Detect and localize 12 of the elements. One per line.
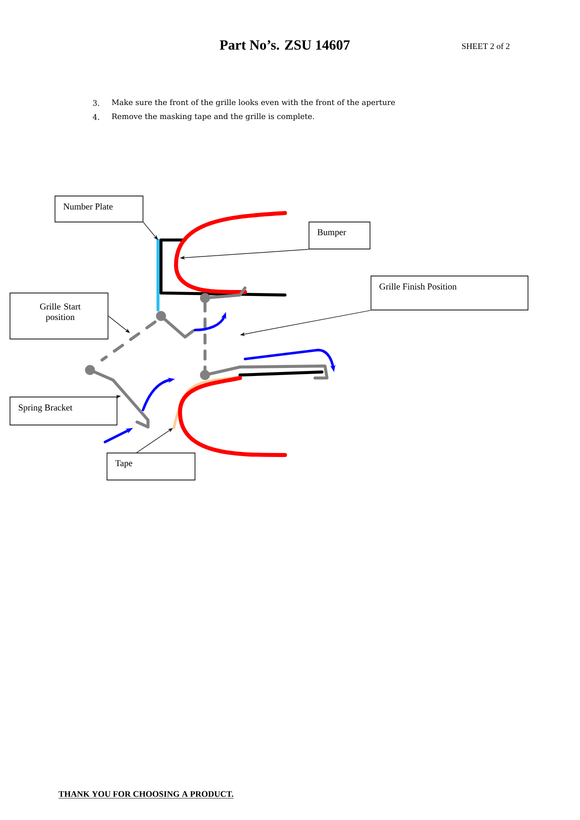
leader-line [143,222,158,240]
label-box: Tape [106,452,196,480]
label-box: Bumper [308,222,370,250]
label-box: Number Plate [54,196,144,222]
leader-line [136,428,173,453]
leader-line [108,316,130,333]
label-box: Spring Bracket [10,396,118,426]
sheet-number: SHEET 2 of 2 [462,42,510,50]
title: Part No’s. ZSU 14607 [220,40,350,50]
label-box: Grille Finish Position [370,276,528,310]
closing-note: THANK YOU FOR CHOOSING A PRODUCT. [58,791,234,798]
label-box: Grille Start position [10,292,108,340]
